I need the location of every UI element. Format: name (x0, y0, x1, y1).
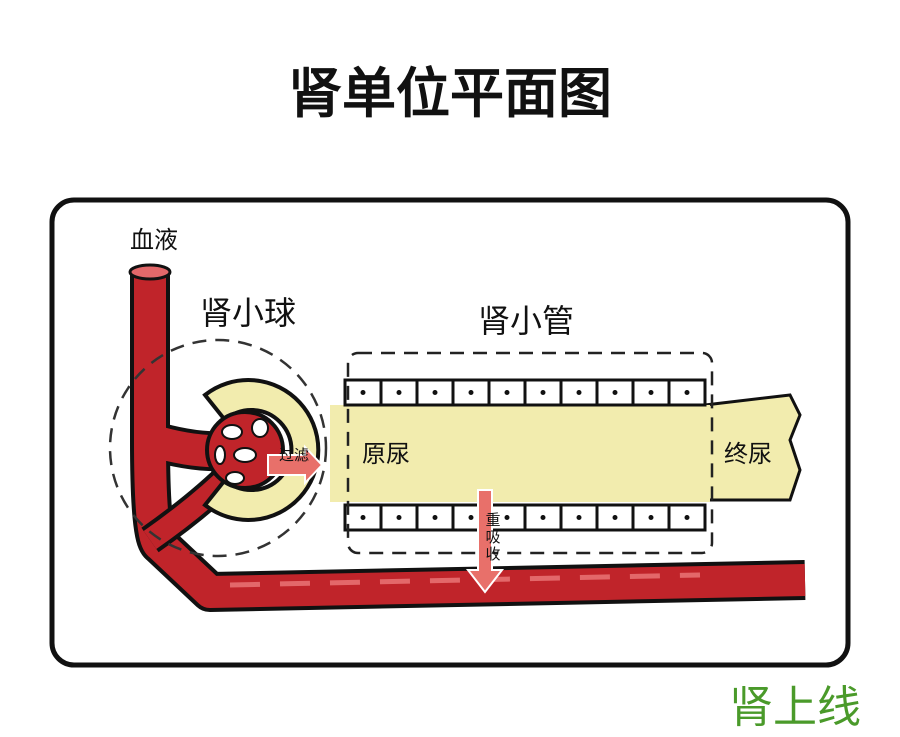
cell-nucleus (684, 390, 690, 395)
primary-urine-label: 原尿 (362, 440, 410, 468)
glomerulus (202, 378, 321, 522)
filtration-label: 过滤 (279, 446, 309, 464)
bowman-capsule (202, 378, 321, 522)
reabsorption-label-3: 收 (485, 545, 500, 563)
renal-tubule (330, 378, 802, 532)
tubule-dashed-boundary (346, 351, 714, 555)
cell-nucleus (576, 390, 582, 395)
reabsorption-arrow-icon (465, 489, 505, 594)
cell-nucleus (360, 515, 366, 520)
cell-nucleus (396, 515, 402, 520)
cell-nucleus (684, 515, 690, 520)
reabsorption-label-2: 吸 (485, 528, 500, 546)
page-title: 肾单位平面图 (288, 62, 612, 125)
cell-nucleus (504, 390, 510, 395)
cell-nucleus (612, 515, 618, 520)
cell-nucleus (540, 390, 546, 395)
cell-nucleus (576, 515, 582, 520)
filtration-arrow-icon (267, 444, 324, 486)
cell-nucleus (612, 390, 618, 395)
cell-nucleus (648, 390, 654, 395)
reabsorption-label-1: 重 (485, 511, 500, 529)
cell-nucleus (432, 390, 438, 395)
watermark: 肾上线 (729, 682, 861, 733)
final-urine-outlet (703, 393, 802, 502)
blood-label: 血液 (130, 226, 178, 254)
tubule-lumen (330, 405, 710, 502)
final-urine-label: 终尿 (724, 440, 772, 468)
glomerulus-label: 肾小球 (200, 294, 296, 332)
tubule-label: 肾小管 (478, 302, 574, 340)
cell-nucleus (648, 515, 654, 520)
cell-nucleus (468, 390, 474, 395)
cell-nucleus (360, 390, 366, 395)
glomerulus-dashed-boundary (108, 338, 328, 558)
cell-nucleus (468, 515, 474, 520)
cell-nucleus (504, 515, 510, 520)
cell-nucleus (432, 515, 438, 520)
cell-nucleus (396, 390, 402, 395)
cell-nucleus (540, 515, 546, 520)
